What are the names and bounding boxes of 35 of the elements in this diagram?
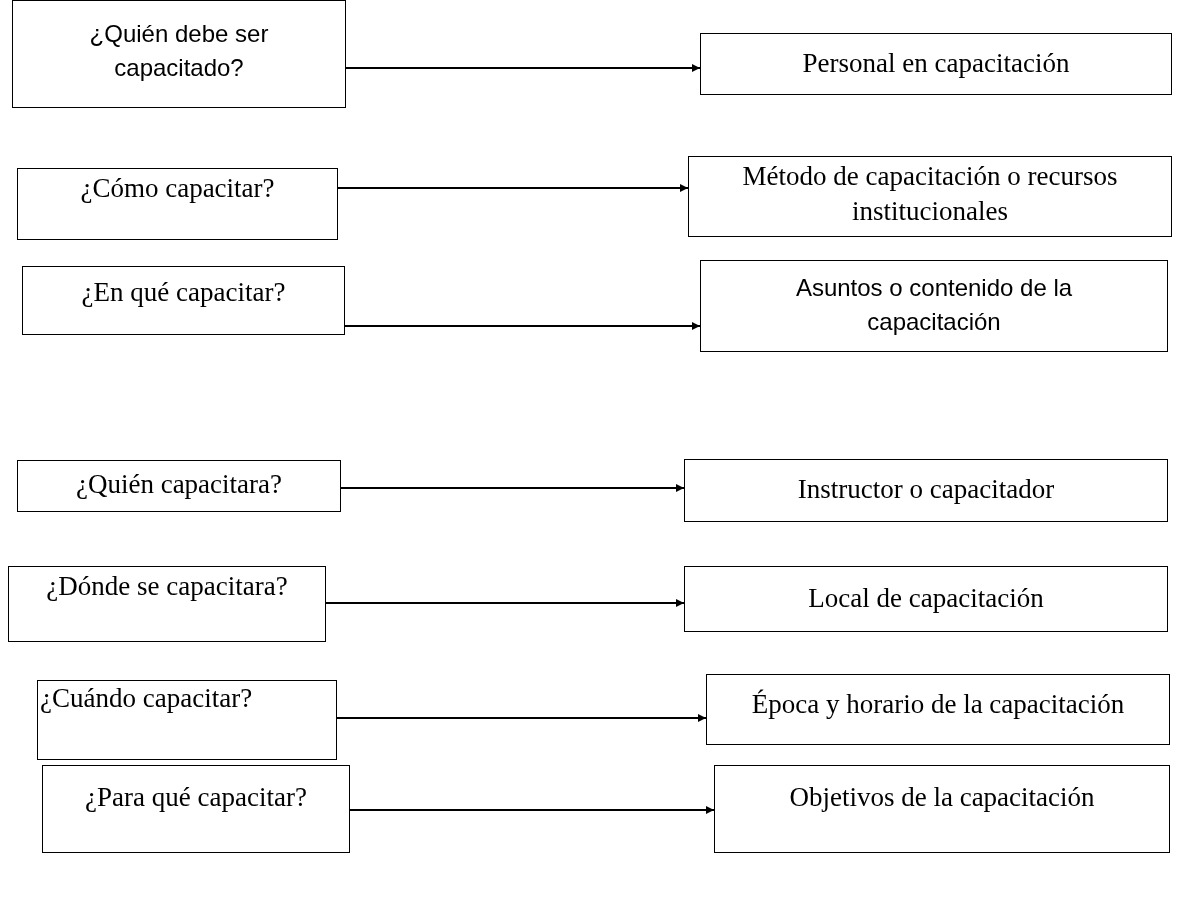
box-text: ¿Cómo capacitar? bbox=[79, 172, 276, 205]
arrow bbox=[345, 64, 701, 72]
box-text: Asuntos o contenido de la capacitación bbox=[794, 273, 1074, 337]
text-box bbox=[688, 156, 1172, 237]
box-text: ¿En qué capacitar? bbox=[80, 276, 287, 309]
box-text: Local de capacitación bbox=[807, 582, 1045, 615]
text-box bbox=[700, 260, 1168, 352]
text-box bbox=[42, 765, 350, 853]
box-text: Método de capacitación o recursos institucionales bbox=[741, 160, 1119, 229]
box-text: ¿Para qué capacitar? bbox=[84, 781, 308, 814]
box-text: Objetivos de la capacitación bbox=[788, 781, 1096, 814]
text-box bbox=[684, 566, 1168, 632]
arrow bbox=[325, 599, 685, 607]
box-text: ¿Quién debe ser capacitado? bbox=[88, 19, 270, 83]
text-box bbox=[8, 566, 326, 642]
box-text: Personal en capacitación bbox=[801, 47, 1071, 80]
text-box bbox=[37, 680, 337, 760]
text-box bbox=[12, 0, 346, 108]
text-box bbox=[714, 765, 1170, 853]
arrow bbox=[349, 806, 715, 814]
text-box bbox=[706, 674, 1170, 745]
box-text: ¿Quién capacitara? bbox=[74, 468, 284, 501]
arrow bbox=[336, 714, 707, 722]
arrow bbox=[340, 484, 685, 492]
arrow bbox=[344, 322, 701, 330]
text-box bbox=[17, 168, 338, 240]
text-box bbox=[17, 460, 341, 512]
box-text: Instructor o capacitador bbox=[796, 473, 1056, 506]
text-box bbox=[700, 33, 1172, 95]
box-text: Época y horario de la capacitación bbox=[750, 688, 1126, 721]
arrow bbox=[337, 184, 689, 192]
box-text: ¿Cuándo capacitar? bbox=[40, 682, 254, 715]
text-box bbox=[22, 266, 345, 335]
box-text: ¿Dónde se capacitara? bbox=[45, 570, 289, 603]
text-box bbox=[684, 459, 1168, 522]
